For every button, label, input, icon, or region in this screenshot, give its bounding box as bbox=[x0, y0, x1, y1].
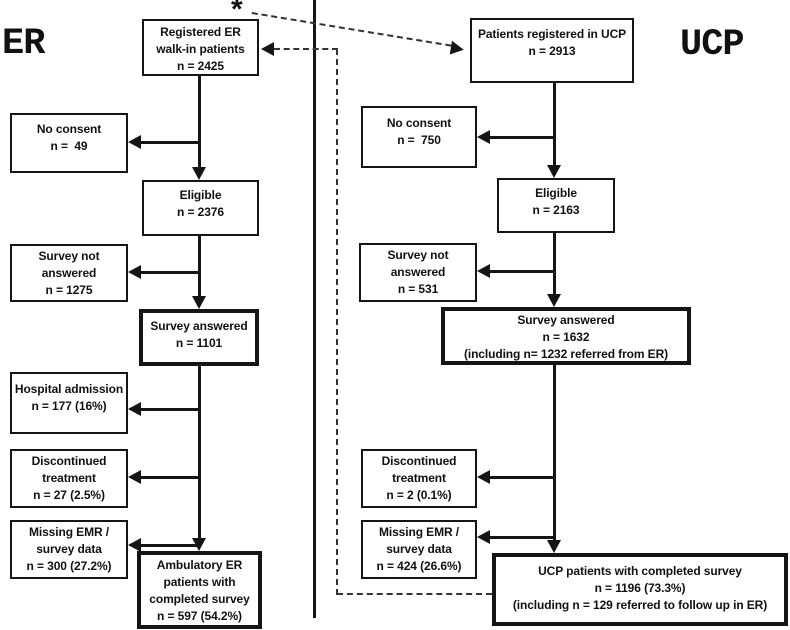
er-survey-not-answered-box: Survey not answered n = 1275 bbox=[10, 244, 128, 302]
er-branch-line bbox=[140, 544, 200, 547]
er-discontinued-treatment-box: Discontinued treatment n = 27 (2.5%) bbox=[10, 449, 128, 508]
ucp-branch-line bbox=[489, 136, 554, 139]
ucp-registered-box: Patients registered in UCP n = 2913 bbox=[470, 18, 634, 83]
er-branch-line bbox=[140, 476, 200, 479]
ucp-eligible-box: Eligible n = 2163 bbox=[497, 178, 615, 233]
ucp-flow-line bbox=[553, 82, 556, 166]
er-column-label: ER bbox=[2, 23, 45, 65]
ucp-arrowhead-left-icon bbox=[477, 130, 490, 144]
ucp-branch-line bbox=[489, 476, 554, 479]
er-branch-line bbox=[140, 408, 200, 411]
dashed-referral-line-to-ucp bbox=[251, 12, 465, 57]
er-no-consent-box: No consent n = 49 bbox=[10, 113, 128, 173]
er-arrowhead-left-icon bbox=[128, 470, 141, 484]
er-completed-survey-box: Ambulatory ER patients with completed su… bbox=[137, 551, 262, 629]
dashed-referral-line-top bbox=[274, 48, 338, 50]
dashed-arrowhead-to-er-icon bbox=[261, 42, 274, 56]
er-missing-emr-box: Missing EMR / survey data n = 300 (27.2%… bbox=[10, 520, 128, 579]
er-hospital-admission-box: Hospital admission n = 177 (16%) bbox=[10, 372, 128, 434]
ucp-survey-answered-box: Survey answered n = 1632 (including n= 1… bbox=[441, 307, 691, 365]
ucp-branch-line bbox=[489, 536, 554, 539]
ucp-arrowhead-down-icon bbox=[547, 540, 561, 553]
ucp-arrowhead-left-icon bbox=[477, 470, 490, 484]
er-arrowhead-left-icon bbox=[128, 135, 141, 149]
ucp-arrowhead-down-icon bbox=[547, 165, 561, 178]
er-arrowhead-down-icon bbox=[192, 296, 206, 309]
er-registered-box: Registered ER walk-in patients n = 2425 bbox=[142, 19, 259, 76]
er-eligible-box: Eligible n = 2376 bbox=[142, 180, 259, 236]
er-arrowhead-left-icon bbox=[128, 538, 141, 552]
er-branch-line bbox=[140, 271, 200, 274]
er-arrowhead-left-icon bbox=[128, 402, 141, 416]
ucp-completed-survey-box: UCP patients with completed survey n = 1… bbox=[492, 553, 788, 626]
er-flow-line bbox=[198, 365, 201, 539]
ucp-survey-not-answered-box: Survey not answered n = 531 bbox=[359, 243, 477, 302]
footnote-asterisk: * bbox=[231, 0, 243, 26]
ucp-arrowhead-down-icon bbox=[547, 294, 561, 307]
ucp-arrowhead-left-icon bbox=[477, 264, 490, 278]
ucp-flow-line bbox=[553, 364, 556, 541]
er-survey-answered-box: Survey answered n = 1101 bbox=[139, 309, 259, 366]
ucp-no-consent-box: No consent n = 750 bbox=[361, 106, 477, 168]
er-flow-line bbox=[198, 235, 201, 298]
ucp-discontinued-treatment-box: Discontinued treatment n = 2 (0.1%) bbox=[361, 449, 477, 508]
arrowhead-right-icon bbox=[449, 40, 465, 57]
ucp-column-label: UCP bbox=[680, 24, 745, 66]
er-flow-line bbox=[198, 74, 201, 170]
er-arrowhead-down-icon bbox=[192, 167, 206, 180]
column-divider-line bbox=[313, 0, 316, 618]
ucp-flow-line bbox=[553, 231, 556, 295]
er-branch-line bbox=[140, 141, 200, 144]
er-arrowhead-left-icon bbox=[128, 265, 141, 279]
ucp-arrowhead-left-icon bbox=[477, 530, 490, 544]
dashed-referral-line-vertical bbox=[336, 49, 338, 595]
dashed-referral-line-bottom bbox=[337, 593, 492, 595]
ucp-branch-line bbox=[489, 270, 554, 273]
ucp-missing-emr-box: Missing EMR / survey data n = 424 (26.6%… bbox=[361, 520, 477, 579]
